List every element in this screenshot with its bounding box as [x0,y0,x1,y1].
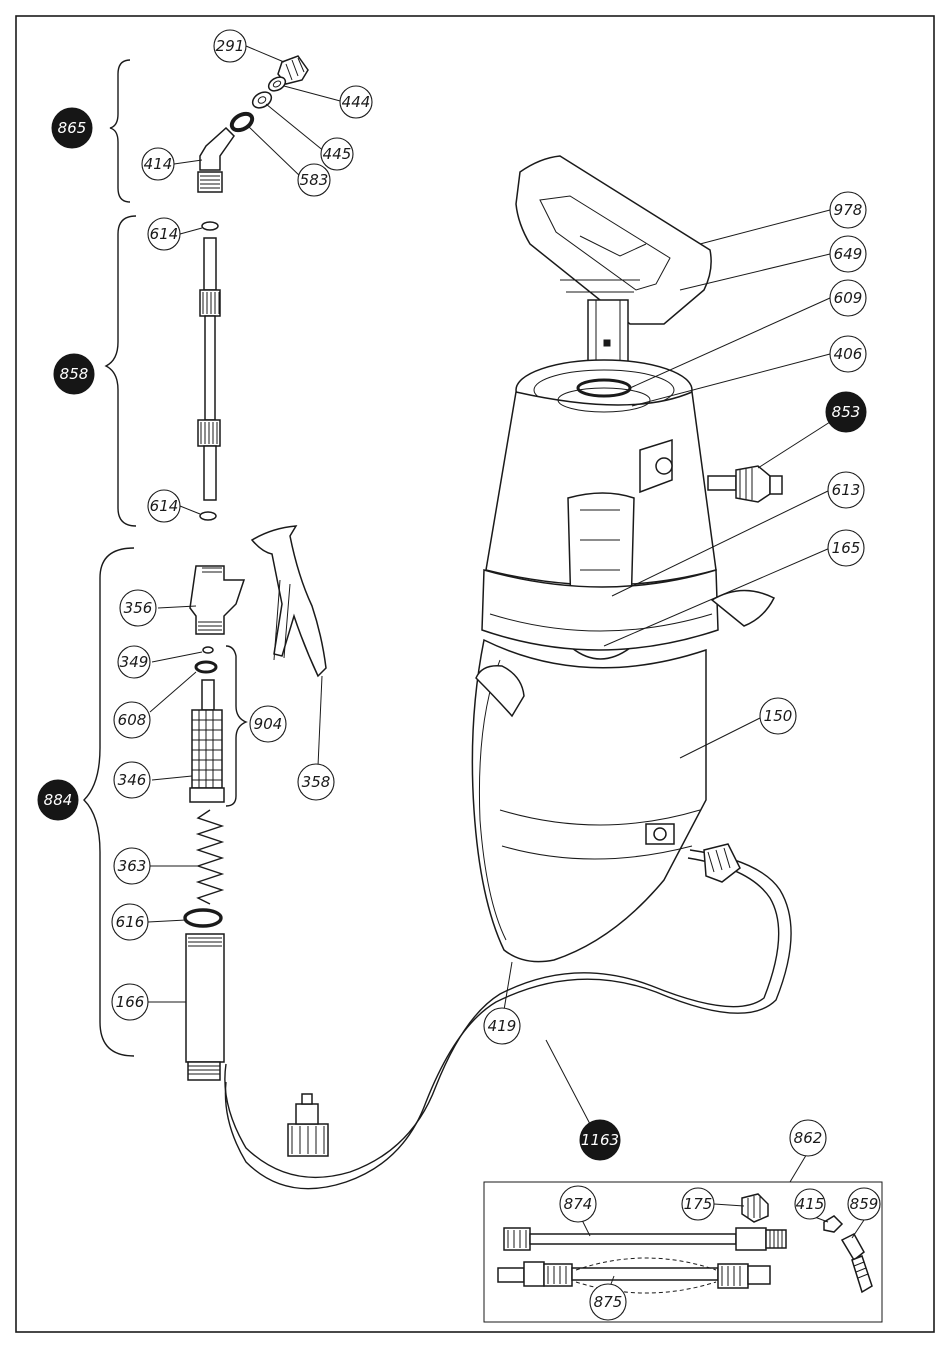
svg-text:874: 874 [564,1195,593,1213]
label-858[interactable]: 858 [54,354,94,394]
svg-text:614: 614 [150,497,179,515]
label-349[interactable]: 349 [118,646,150,678]
svg-text:649: 649 [834,245,863,263]
label-414[interactable]: 414 [142,148,174,180]
label-865[interactable]: 865 [52,108,92,148]
svg-text:406: 406 [834,345,863,363]
svg-text:613: 613 [832,481,861,499]
svg-text:346: 346 [118,771,147,789]
label-874[interactable]: 874 [560,1186,596,1222]
svg-text:358: 358 [302,773,331,791]
svg-text:583: 583 [300,171,329,189]
svg-text:166: 166 [116,993,145,1011]
label-419[interactable]: 419 [484,1008,520,1044]
svg-text:875: 875 [594,1293,623,1311]
label-904[interactable]: 904 [250,706,286,742]
svg-text:609: 609 [834,289,863,307]
svg-text:859: 859 [850,1195,879,1213]
label-1163[interactable]: 1163 [580,1120,620,1160]
svg-text:363: 363 [118,857,147,875]
label-165[interactable]: 165 [828,530,864,566]
svg-text:614: 614 [150,225,179,243]
label-608[interactable]: 608 [114,702,150,738]
svg-text:419: 419 [488,1017,517,1035]
label-444[interactable]: 444 [340,86,372,118]
label-875[interactable]: 875 [590,1284,626,1320]
label-346[interactable]: 346 [114,762,150,798]
label-614-bottom[interactable]: 614 [148,490,180,522]
label-884[interactable]: 884 [38,780,78,820]
label-358[interactable]: 358 [298,764,334,800]
label-616[interactable]: 616 [112,904,148,940]
svg-text:415: 415 [796,1195,825,1213]
label-613[interactable]: 613 [828,472,864,508]
svg-text:1163: 1163 [581,1131,619,1149]
label-415[interactable]: 415 [795,1189,825,1219]
svg-text:175: 175 [684,1195,713,1213]
label-859[interactable]: 859 [848,1188,880,1220]
label-978[interactable]: 978 [830,192,866,228]
svg-text:349: 349 [120,653,149,671]
svg-text:865: 865 [58,119,87,137]
label-609[interactable]: 609 [830,280,866,316]
svg-text:608: 608 [118,711,147,729]
label-649[interactable]: 649 [830,236,866,272]
svg-text:356: 356 [124,599,153,617]
svg-text:884: 884 [44,791,73,809]
label-356[interactable]: 356 [120,590,156,626]
svg-text:904: 904 [254,715,283,733]
svg-text:150: 150 [764,707,793,725]
group-858-drawing [106,216,220,526]
label-445[interactable]: 445 [321,138,353,170]
svg-text:978: 978 [834,201,863,219]
svg-text:616: 616 [116,913,145,931]
svg-text:858: 858 [60,365,89,383]
label-614-top[interactable]: 614 [148,218,180,250]
svg-text:291: 291 [216,37,245,55]
svg-text:444: 444 [342,93,371,111]
label-363[interactable]: 363 [114,848,150,884]
label-175[interactable]: 175 [682,1188,714,1220]
label-853[interactable]: 853 [826,392,866,432]
svg-text:445: 445 [323,145,352,163]
svg-text:862: 862 [794,1129,823,1147]
label-291[interactable]: 291 [214,30,246,62]
group-862-drawing [484,1152,882,1322]
label-166[interactable]: 166 [112,984,148,1020]
label-150[interactable]: 150 [760,698,796,734]
svg-text:414: 414 [144,155,173,173]
label-583[interactable]: 583 [298,164,330,196]
svg-text:165: 165 [832,539,861,557]
label-406[interactable]: 406 [830,336,866,372]
svg-text:853: 853 [832,403,861,421]
label-862[interactable]: 862 [790,1120,826,1156]
